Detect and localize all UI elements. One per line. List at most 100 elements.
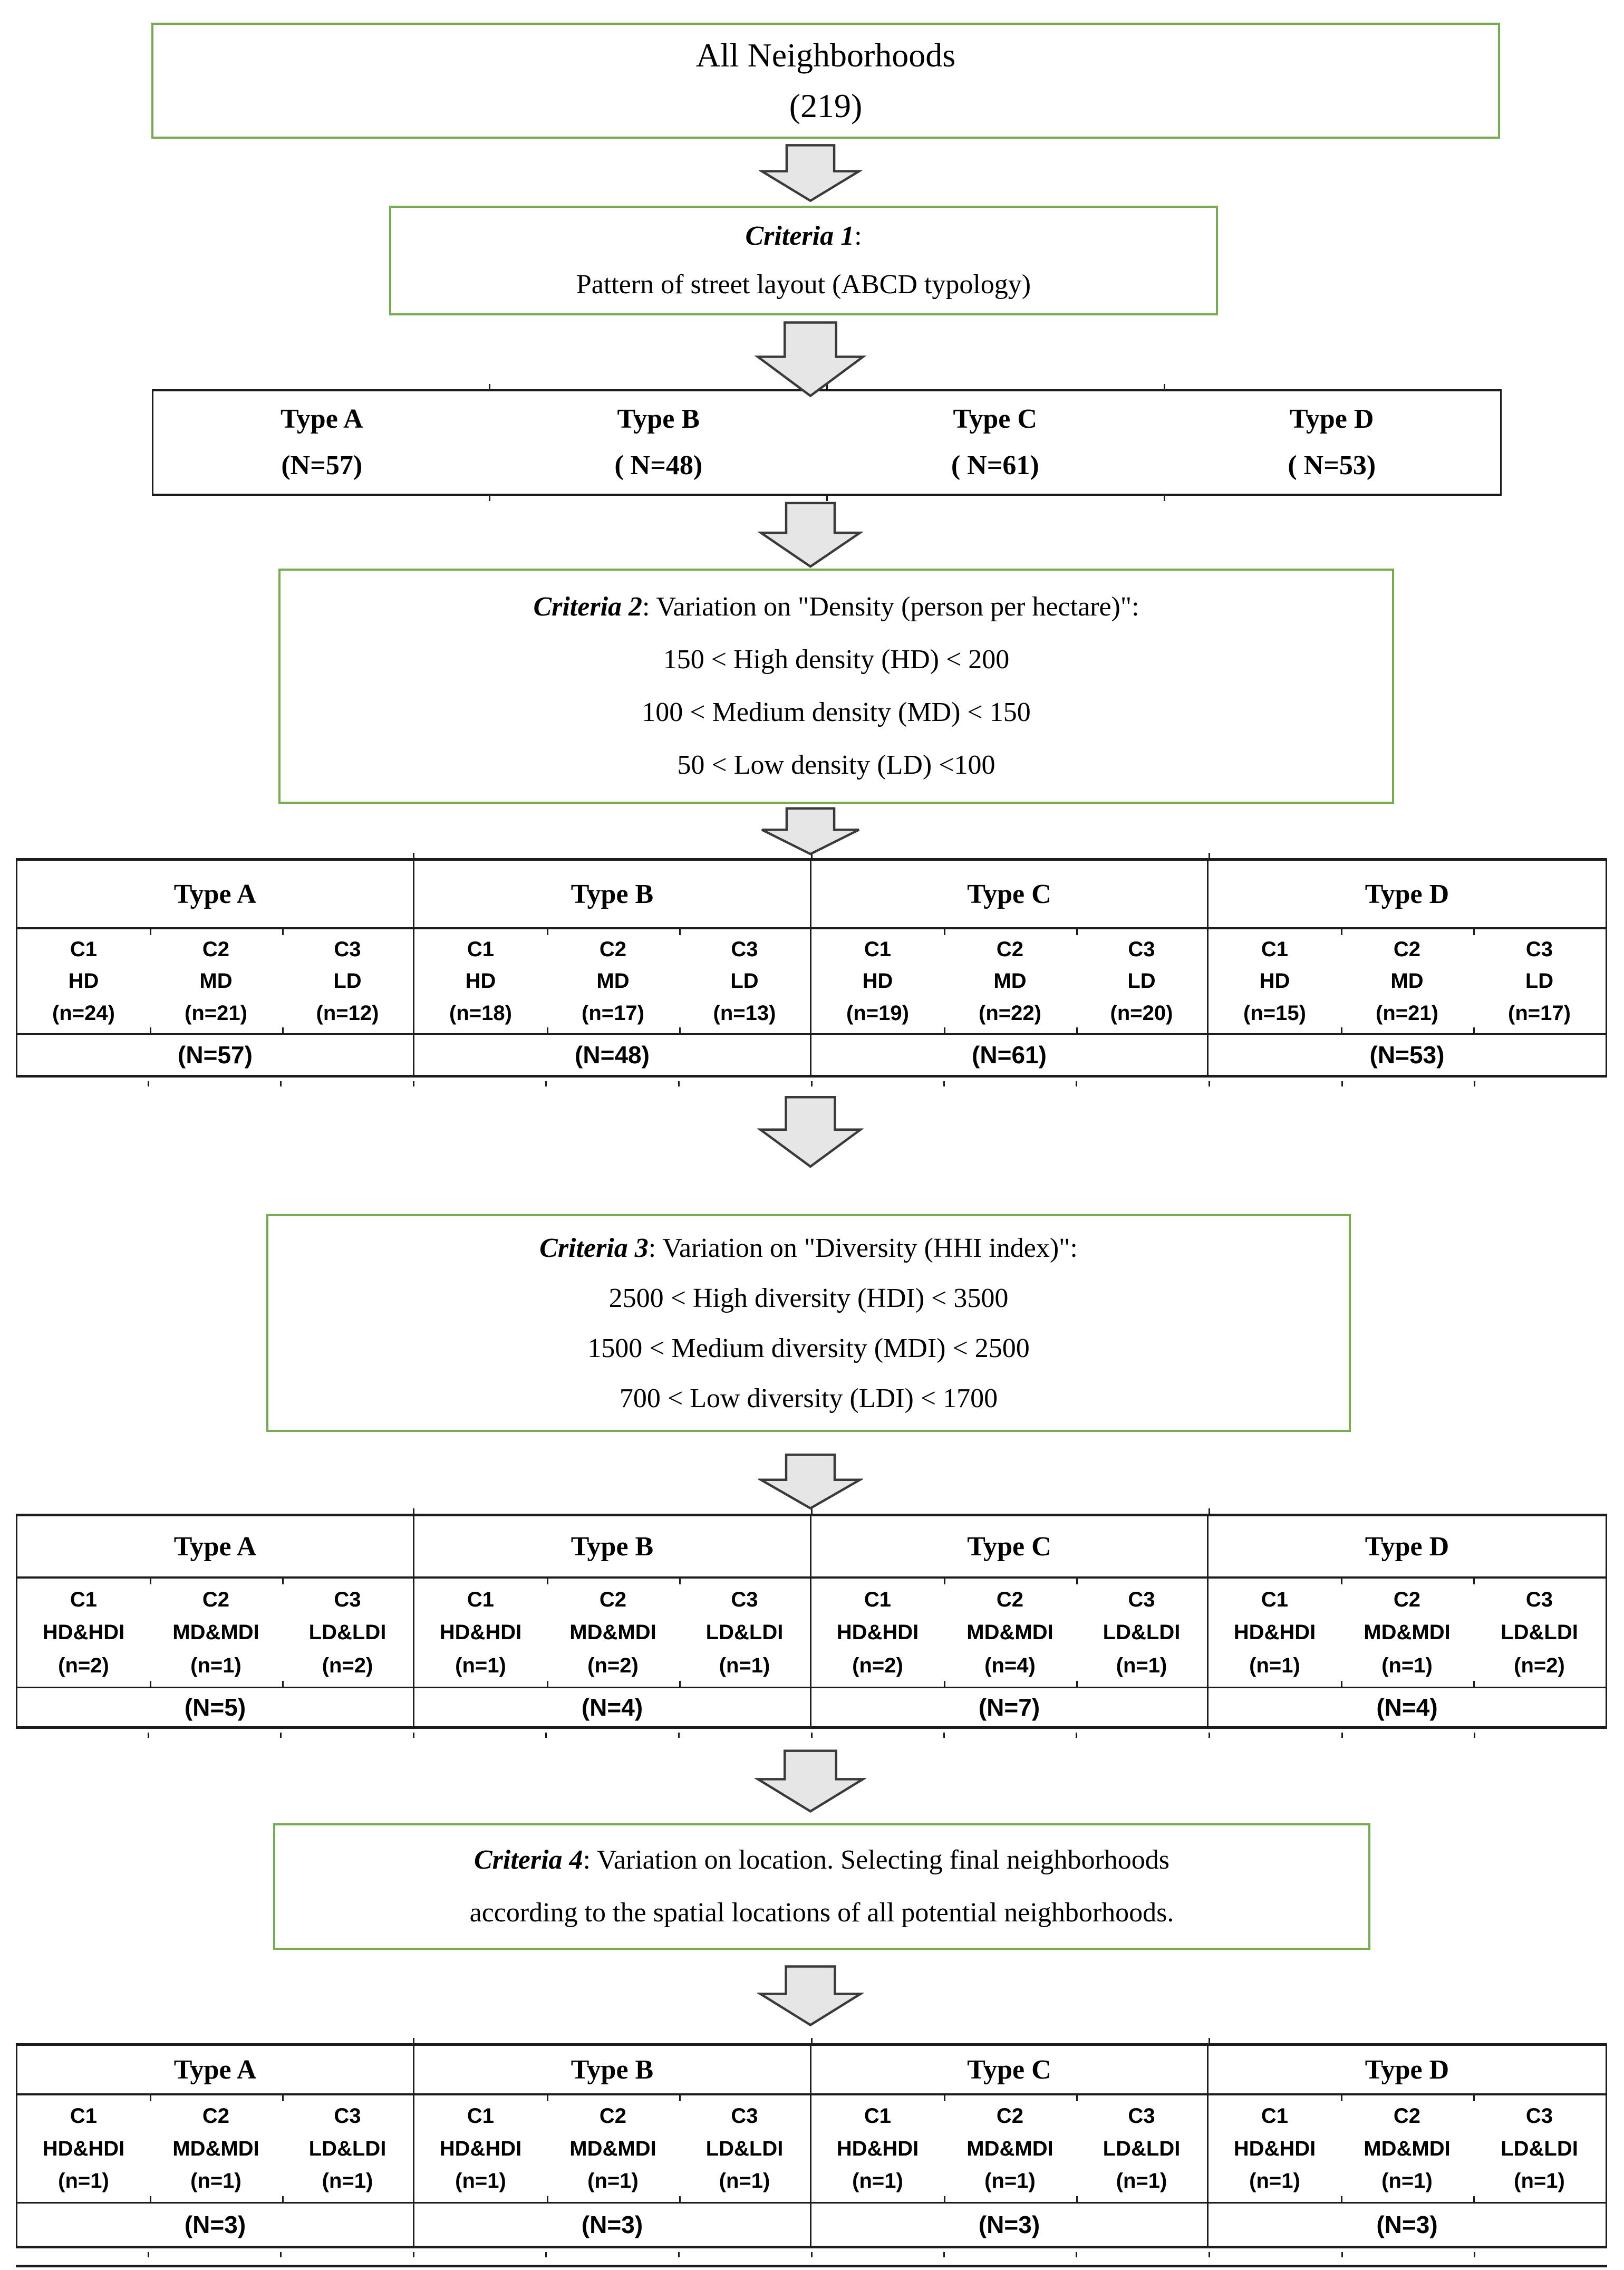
type-cell-type-a: Type A(N=57) [153, 391, 490, 494]
cell-line: C3 [731, 1588, 758, 1611]
cell-line: MD [993, 969, 1027, 993]
group-header-type-b: Type B [414, 2046, 811, 2095]
tick-mark [810, 1733, 813, 1738]
cell-line: (n=1) [719, 2169, 770, 2193]
cell-line: LD&LDI [705, 2137, 784, 2160]
cell-line: (n=1) [1249, 1653, 1300, 1677]
criteria-2-intro: : Variation on "Density (person per hect… [642, 592, 1139, 622]
type-name: Type B [617, 404, 700, 434]
criteria-3-line: 700 < Low diversity (LDI) < 1700 [619, 1383, 998, 1413]
cell-line: LD [333, 969, 362, 993]
tick-mark [826, 496, 828, 501]
criteria-3-label: Criteria 3 [539, 1233, 649, 1263]
criteria-3-intro: : Variation on "Diversity (HHI index)": [648, 1233, 1078, 1263]
group-total-type-d: (N=3) [1376, 2211, 1438, 2238]
group-header-type-d: Type D [1209, 861, 1606, 929]
tick-strip [16, 2252, 1607, 2257]
type-count: ( N=48) [614, 450, 703, 480]
tick-mark [545, 2252, 547, 2257]
cell-line: HD&HDI [439, 1621, 522, 1644]
tick-mark [678, 2252, 680, 2257]
cell-line: C2 [202, 937, 230, 961]
tick-mark [413, 1081, 414, 1086]
tick-mark [545, 1733, 547, 1738]
tick-mark [147, 2252, 149, 2257]
tick-mark [413, 1733, 414, 1738]
cell-line: LD&LDI [308, 1621, 386, 1644]
cell-line: C1 [864, 1588, 892, 1611]
criteria-2-line: 150 < High density (HD) < 200 [663, 645, 1010, 675]
cell-line: (n=1) [1514, 2169, 1565, 2193]
group-total-type-c: (N=3) [811, 2204, 1209, 2246]
cell-line: (n=18) [449, 1001, 512, 1025]
group-total-type-a: (N=5) [17, 1688, 414, 1726]
cell-line: C1 [1261, 1588, 1289, 1611]
tick-mark [1209, 1508, 1210, 1514]
tick-mark [413, 1508, 414, 1514]
cell-line: C1 [1261, 2104, 1289, 2128]
tick-strip [16, 1508, 1607, 1514]
cell-line: MD&MDI [172, 1621, 259, 1644]
criteria-3-line: 2500 < High diversity (HDI) < 3500 [608, 1283, 1009, 1313]
cell-line: LD [1525, 969, 1554, 993]
cell-line: C2 [202, 1588, 230, 1611]
cell-line: LD [1127, 969, 1156, 993]
criteria-4-label: Criteria 4 [473, 1845, 583, 1875]
group-header-type-b: Type B [414, 861, 811, 929]
down-arrow-icon [758, 1453, 863, 1510]
cell-line: HD&HDI [42, 2137, 125, 2160]
type-name: Type A [280, 404, 363, 434]
cell-line: (n=1) [852, 2169, 903, 2193]
cell-line: HD&HDI [1233, 2137, 1316, 2160]
tick-strip [16, 2038, 1607, 2043]
cell-line: (n=1) [719, 1653, 770, 1677]
cell-line: HD [68, 969, 99, 993]
group-header-type-c: Type C [811, 1516, 1209, 1579]
tick-mark [545, 1081, 547, 1086]
tick-mark [943, 1081, 945, 1086]
cell-line: C3 [334, 2104, 361, 2128]
tick-mark [1209, 2038, 1210, 2043]
cell-line: (n=17) [582, 1001, 644, 1025]
tick-mark [1209, 2252, 1210, 2257]
cell-line: C2 [1393, 937, 1421, 961]
cell-line: C1 [70, 1588, 98, 1611]
cell-line: (n=4) [984, 1653, 1036, 1677]
cell-line: (n=1) [1116, 2169, 1167, 2193]
group-header-type-a: Type A [17, 2046, 414, 2095]
cell-line: C3 [731, 2104, 758, 2128]
cell-line: (n=13) [713, 1001, 776, 1025]
tick-mark [413, 2038, 414, 2043]
tick-mark [678, 1081, 680, 1086]
type-cell-type-d: Type D( N=53) [1164, 391, 1501, 494]
cell-line: (n=1) [455, 2169, 506, 2193]
tick-mark [280, 2252, 282, 2257]
cell-line: C2 [599, 1588, 627, 1611]
cell-line: C3 [1128, 2104, 1155, 2128]
cell-line: (n=22) [979, 1001, 1041, 1025]
tick-mark [1209, 853, 1210, 858]
all-neighborhoods-count: (219) [789, 87, 863, 124]
tick-mark [1076, 1081, 1078, 1086]
group-total-type-b: (N=4) [414, 1688, 811, 1726]
group-total-type-b: (N=48) [414, 1035, 811, 1075]
group-total-type-b: (N=3) [414, 2204, 811, 2246]
cell-line: (n=1) [190, 2169, 241, 2193]
tick-mark [1209, 1081, 1210, 1086]
